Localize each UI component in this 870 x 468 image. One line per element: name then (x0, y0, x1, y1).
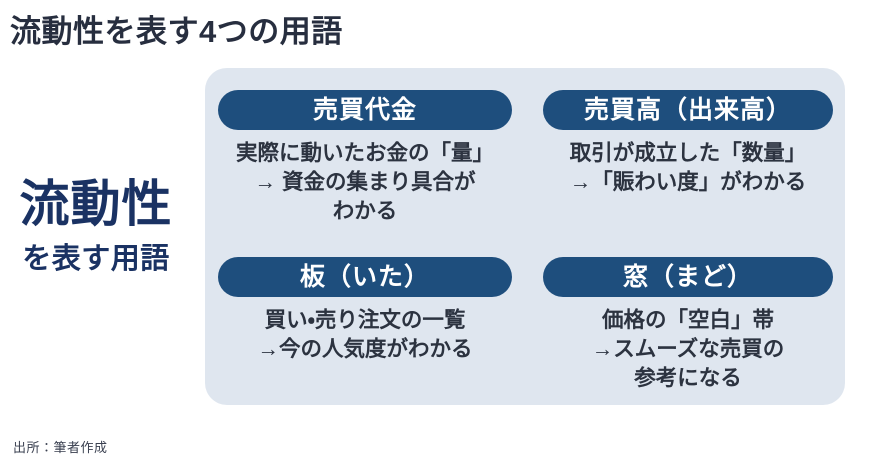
card-header-pill: 板（いた） (218, 257, 512, 297)
source-note: 出所：筆者作成 (13, 440, 108, 455)
card-body-line: →今の人気度がわかる (257, 337, 473, 361)
card-body-line: →「賑わい度」がわかる (569, 170, 807, 194)
card-baibai-daikin: 売買代金 実際に動いたお金の「量」 → 資金の集まり具合が わかる (218, 90, 512, 226)
terms-panel: 売買代金 実際に動いたお金の「量」 → 資金の集まり具合が わかる 売買高（出来… (205, 68, 845, 405)
card-body: 取引が成立した「数量」 →「賑わい度」がわかる (570, 139, 807, 197)
card-body: 実際に動いたお金の「量」 → 資金の集まり具合が わかる (236, 139, 494, 226)
card-header-pill: 売買高（出来高） (543, 90, 833, 130)
card-body-line: →スムーズな売買の (591, 337, 785, 361)
card-body-line: 価格の「空白」帯 (601, 308, 774, 332)
card-mado: 窓（まど） 価格の「空白」帯 →スムーズな売買の 参考になる (543, 257, 833, 393)
card-body-line: 買い・売り注文の一覧 (264, 308, 466, 332)
card-ita: 板（いた） 買い・売り注文の一覧 →今の人気度がわかる (218, 257, 512, 364)
page-title: 流動性を表す4つの用語 (10, 14, 343, 49)
card-header-pill: 窓（まど） (543, 257, 833, 297)
card-baibai-daka: 売買高（出来高） 取引が成立した「数量」 →「賑わい度」がわかる (543, 90, 833, 197)
card-body-line: → 資金の集まり具合が (254, 170, 476, 194)
card-header-pill: 売買代金 (218, 90, 512, 130)
card-body-line: 取引が成立した「数量」 (569, 141, 807, 165)
card-body: 価格の「空白」帯 →スムーズな売買の 参考になる (592, 306, 784, 393)
left-label-sub: を表す用語 (22, 242, 170, 275)
left-label: 流動性 を表す用語 (0, 176, 192, 276)
card-body-line: 参考になる (634, 366, 742, 390)
card-body-line: 実際に動いたお金の「量」 (235, 141, 494, 165)
card-body-line: わかる (332, 199, 398, 223)
card-body: 買い・売り注文の一覧 →今の人気度がわかる (257, 306, 472, 364)
left-label-main: 流動性 (19, 176, 173, 232)
